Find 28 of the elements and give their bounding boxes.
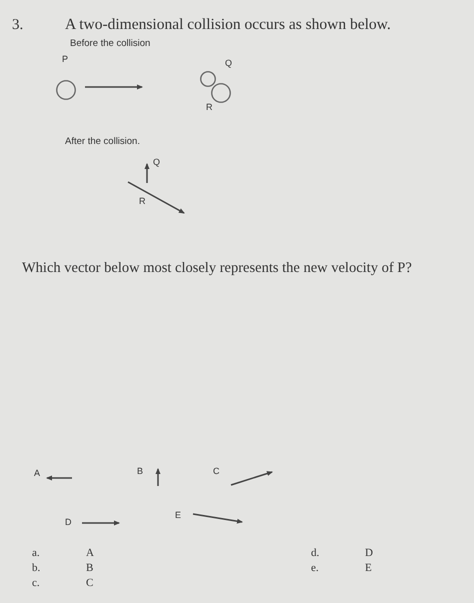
ball-circle [211, 83, 231, 103]
vector-label: B [137, 467, 144, 476]
vector-label: A [34, 469, 40, 478]
question-text: Which vector below most closely represents the new velocity of P? [22, 261, 412, 276]
option-letter: b. [32, 563, 40, 574]
option-value: D [365, 548, 373, 559]
ball-label: P [62, 55, 68, 64]
ball-label: Q [225, 59, 232, 68]
option-letter: c. [32, 578, 40, 589]
vector-label: Q [153, 158, 160, 167]
option-value: A [86, 548, 94, 559]
question-number: 3. [12, 18, 24, 33]
option-letter: e. [311, 563, 319, 574]
option-value: C [86, 578, 94, 589]
question-heading: A two-dimensional collision occurs as shown below. [65, 17, 391, 32]
option-letter: a. [32, 548, 40, 559]
option-value: B [86, 563, 94, 574]
section-label: Before the collision [70, 39, 150, 48]
vector-label: R [139, 197, 146, 206]
vector-label: D [65, 518, 72, 527]
vector-label: E [175, 511, 182, 520]
ball-circle [200, 71, 216, 87]
option-value: E [365, 563, 372, 574]
ball-circle [56, 80, 76, 100]
ball-label: R [206, 103, 212, 112]
option-letter: d. [311, 548, 320, 559]
section-label: After the collision. [65, 137, 140, 146]
vector-label: C [213, 467, 220, 476]
